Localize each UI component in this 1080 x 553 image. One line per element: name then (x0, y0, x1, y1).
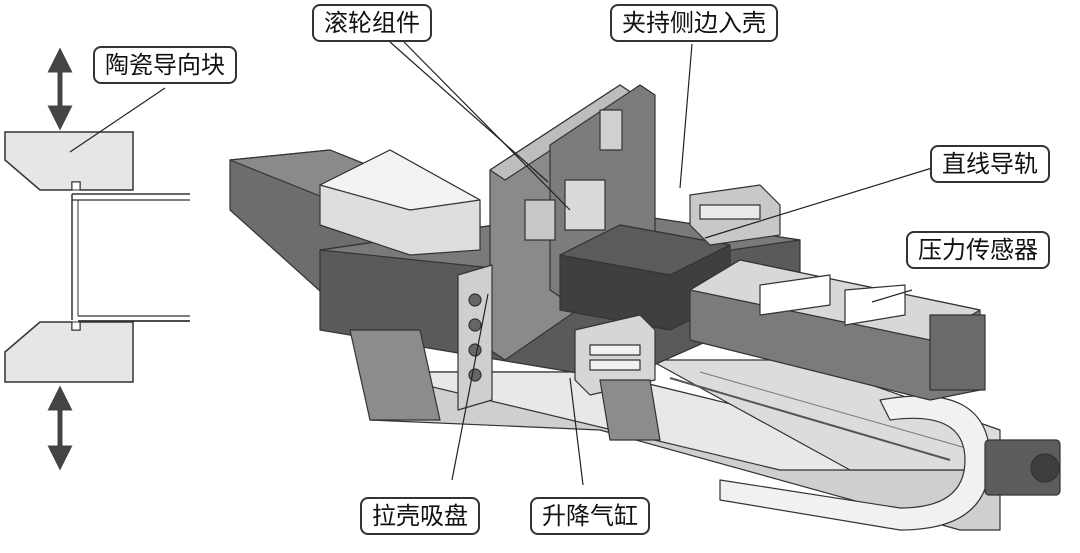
label-ceramic-guide: 陶瓷导向块 (93, 46, 237, 84)
leader-suction-cup (451, 293, 489, 481)
label-side-clamp-insert: 夹持侧边入壳 (610, 4, 778, 42)
leader-lines (69, 41, 933, 486)
leader-ceramic-guide (69, 87, 166, 153)
label-lift-cylinder: 升降气缸 (530, 497, 650, 535)
lower-ceramic-block (4, 321, 134, 383)
leader-roller-assembly-1 (389, 41, 549, 183)
leader-lift-cylinder (569, 377, 584, 486)
cable-drag-chain (719, 395, 991, 531)
ceramic-guide-detail (4, 47, 190, 471)
label-pressure-sensor: 压力传感器 (906, 231, 1050, 269)
label-linear-rail: 直线导轨 (930, 145, 1050, 183)
main-machine (229, 84, 1061, 531)
suction-cup-column (457, 264, 493, 411)
leader-pressure-sensor (871, 289, 913, 303)
label-pull-suction-cup: 拉壳吸盘 (360, 497, 480, 535)
label-roller-assembly: 滚轮组件 (312, 4, 432, 42)
leader-side-clamp (679, 43, 693, 189)
leader-roller-assembly-2 (403, 41, 571, 211)
upper-ceramic-block (4, 131, 134, 191)
leader-linear-rail (704, 167, 933, 239)
